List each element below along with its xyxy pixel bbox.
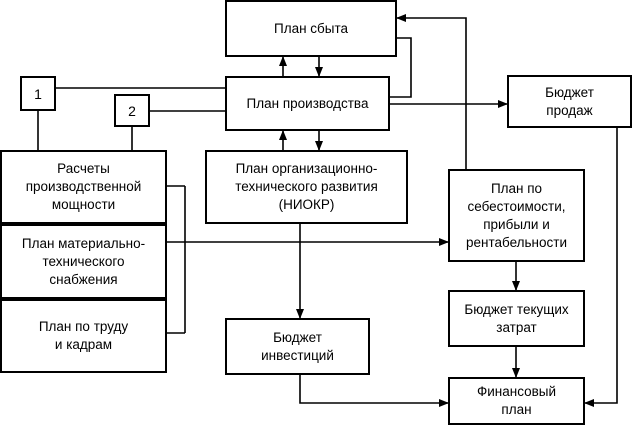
labor-plan-box: План по труду и кадрам [0, 299, 167, 373]
current-costs-budget-box: Бюджет текущих затрат [448, 290, 585, 347]
arrow-investment-to-financial [299, 375, 449, 407]
production-plan-box: План производства [225, 76, 390, 131]
investment-budget-box: Бюджет инвестиций [225, 318, 370, 375]
supply-plan-box: План материально- технического снабжения [0, 224, 167, 299]
box-number-2: 2 [114, 94, 150, 127]
financial-plan-box: Финансовый план [448, 377, 585, 425]
sales-plan-box: План сбыта [225, 0, 397, 57]
arrow-sales-budget-to-financial [584, 128, 618, 407]
cost-profit-plan-box: План по себестоимости, прибыли и рентабе… [448, 169, 585, 262]
org-tech-development-plan-box: План организационно- технического развит… [205, 150, 408, 224]
capacity-calculations-box: Расчеты производственной мощности [0, 150, 167, 224]
sales-budget-box: Бюджет продаж [507, 75, 632, 128]
connector-sales-production-loop [390, 37, 412, 98]
arrow-cost-plan-to-sales-plan [396, 14, 467, 169]
box-number-1: 1 [20, 76, 56, 111]
